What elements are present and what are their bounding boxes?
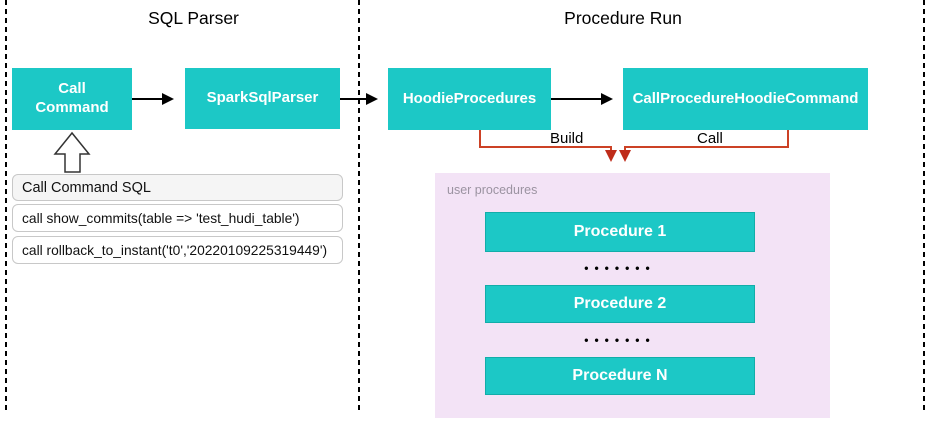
section-title-sql-parser: SQL Parser [148, 8, 239, 28]
node-spark-sql-parser: SparkSqlParser [185, 68, 340, 129]
edge-label-build: Build [550, 130, 584, 147]
dashed-border-left [5, 0, 7, 413]
sql-example-show-commits: call show_commits(table => 'test_hudi_ta… [12, 204, 343, 232]
hollow-up-arrow-icon [53, 131, 91, 173]
node-procedure-2: Procedure 2 [485, 285, 755, 323]
connector-call-to-user-procedures [619, 130, 789, 162]
connector-build-to-user-procedures [479, 130, 617, 162]
node-procedure-n: Procedure N [485, 357, 755, 395]
sql-example-rollback-to-instant: call rollback_to_instant('t0','202201092… [12, 236, 343, 264]
node-procedure-1: Procedure 1 [485, 212, 755, 252]
user-procedures-panel: user procedures Procedure 1 ••••••• Proc… [435, 173, 830, 418]
node-call-command: Call Command [12, 68, 132, 130]
ellipsis-dots: ••••••• [584, 333, 656, 347]
section-title-procedure-run: Procedure Run [564, 8, 682, 28]
user-procedures-label: user procedures [447, 183, 538, 197]
node-call-procedure-hoodie-command: CallProcedureHoodieCommand [623, 68, 868, 130]
dashed-border-middle [358, 0, 360, 413]
dashed-border-right [923, 0, 925, 413]
ellipsis-dots: ••••••• [584, 261, 656, 275]
sql-card-title: Call Command SQL [12, 174, 343, 201]
node-hoodie-procedures: HoodieProcedures [388, 68, 551, 130]
edge-label-call: Call [697, 130, 723, 147]
